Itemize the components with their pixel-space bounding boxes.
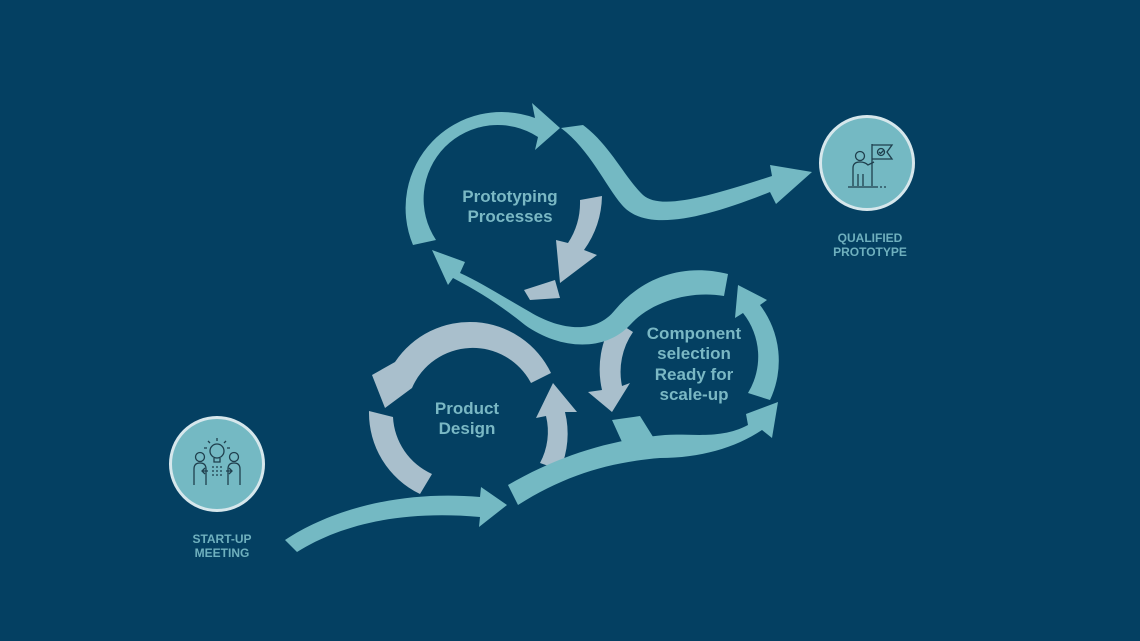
- component-arc-left-grey: [588, 320, 633, 412]
- prototyping-line1: Prototyping: [462, 187, 558, 206]
- component-line4: scale-up: [659, 385, 729, 405]
- start-up-meeting-label: START-UP MEETING: [162, 532, 282, 561]
- exit-wave-arrow: [561, 125, 812, 221]
- person-flag-icon: [848, 144, 894, 188]
- product-design-arc-right: [536, 383, 577, 470]
- component-line1: Component: [646, 324, 742, 343]
- end-label-line2: PROTOTYPE: [833, 245, 907, 260]
- start-label-line2: MEETING: [194, 546, 250, 561]
- prototyping-bottom-grey: [524, 280, 560, 300]
- qualified-prototype-label: QUALIFIED PROTOTYPE: [810, 231, 930, 260]
- people-idea-icon: [193, 438, 241, 485]
- prototyping-line2: Processes: [467, 207, 553, 227]
- product-design-line1: Product: [434, 399, 500, 418]
- end-label-line1: QUALIFIED: [837, 231, 903, 245]
- component-selection-label: Component selection Ready for scale-up: [624, 324, 764, 406]
- product-design-label: Product Design: [407, 399, 527, 440]
- prototyping-arc-right-grey: [556, 196, 602, 283]
- start-label-line1: START-UP: [192, 532, 252, 546]
- entry-arrow: [285, 487, 507, 552]
- component-bottom-tip: [612, 416, 655, 442]
- component-line2: selection: [657, 344, 731, 364]
- product-design-arc-top: [372, 321, 551, 408]
- prototyping-processes-label: Prototyping Processes: [440, 187, 580, 228]
- middle-arrow: [508, 402, 778, 505]
- return-wave-arrow: [432, 250, 728, 345]
- prototyping-arc-top: [405, 103, 560, 245]
- component-line3: Ready for: [654, 364, 734, 384]
- qualified-prototype-badge: [819, 115, 915, 211]
- product-design-arc-left: [368, 411, 432, 494]
- component-arc-right: [735, 285, 779, 400]
- prototyping-cycle: [405, 103, 602, 300]
- start-up-meeting-badge: [169, 416, 265, 512]
- product-design-line2: Design: [438, 419, 496, 439]
- product-design-cycle: [368, 321, 577, 494]
- component-cycle: [588, 285, 779, 412]
